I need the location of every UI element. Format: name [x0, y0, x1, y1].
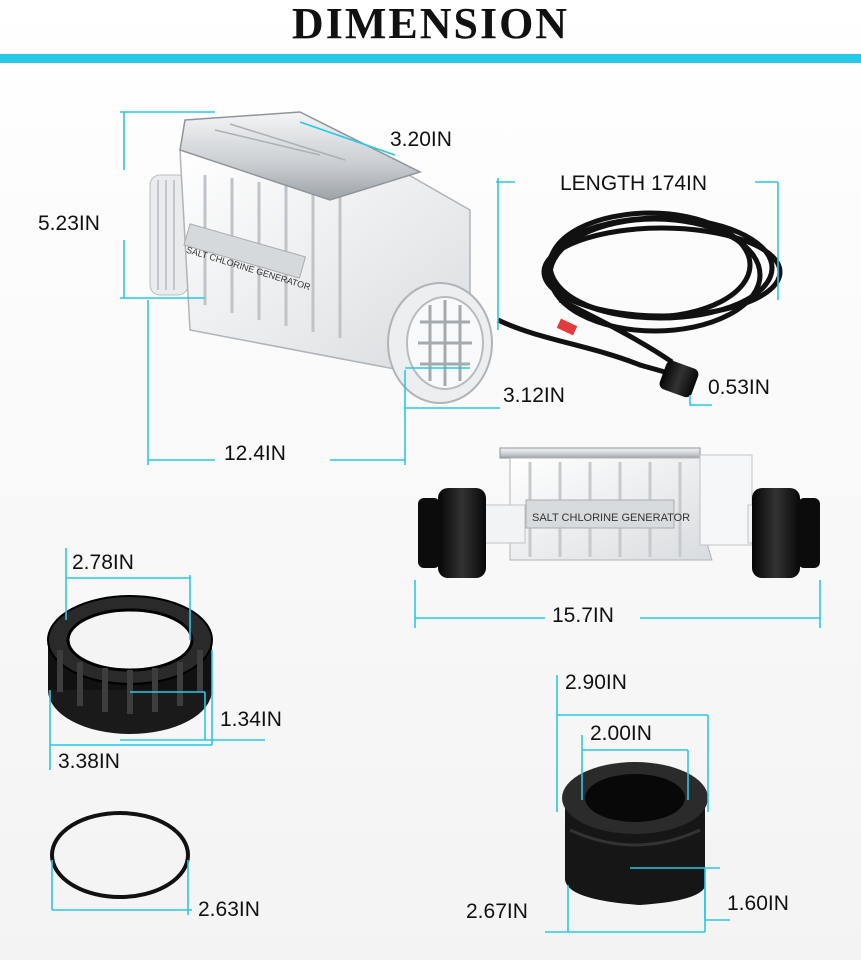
o-ring-diameter-label: 2.63IN	[198, 898, 260, 921]
top-width-label: 3.20IN	[390, 128, 452, 151]
right-union-nut	[752, 488, 800, 578]
page-title: DIMENSION	[291, 0, 570, 48]
cable-length-label: LENGTH 174IN	[560, 172, 708, 195]
bushing-inner-diameter-label: 2.00IN	[590, 722, 652, 745]
bushing-outer-diameter-label: 2.90IN	[565, 671, 627, 694]
left-union-nut	[438, 488, 486, 578]
cable-connector	[556, 318, 699, 398]
adapter-bushing	[562, 762, 708, 905]
control-panel-lid	[179, 111, 423, 201]
connector-diameter-label: 0.53IN	[708, 376, 770, 399]
o-ring	[50, 811, 190, 899]
side-label-plate	[525, 499, 675, 529]
power-cable	[496, 210, 783, 377]
dimension-lines	[49, 111, 821, 933]
outlet-diameter-label: 3.12IN	[503, 384, 565, 407]
nut-height-label: 1.34IN	[220, 708, 282, 731]
outlet-grid	[418, 300, 472, 386]
bushing-base-diameter-label: 2.67IN	[466, 900, 528, 923]
union-nut	[47, 595, 213, 734]
generator-front-view	[149, 111, 493, 404]
height-label: 5.23IN	[38, 212, 100, 235]
nut-outer-diameter-label: 3.38IN	[58, 750, 120, 773]
overall-length-label: 15.7IN	[552, 604, 614, 627]
title-underline	[0, 54, 861, 63]
generator-label-plate	[183, 223, 307, 279]
body-length-label: 12.4IN	[224, 442, 286, 465]
nut-inner-diameter-label: 2.78IN	[72, 551, 134, 574]
bushing-height-label: 1.60IN	[727, 892, 789, 915]
generator-side-view	[418, 447, 820, 578]
side-view-label-text: SALT CHLORINE GENERATOR	[532, 512, 691, 524]
